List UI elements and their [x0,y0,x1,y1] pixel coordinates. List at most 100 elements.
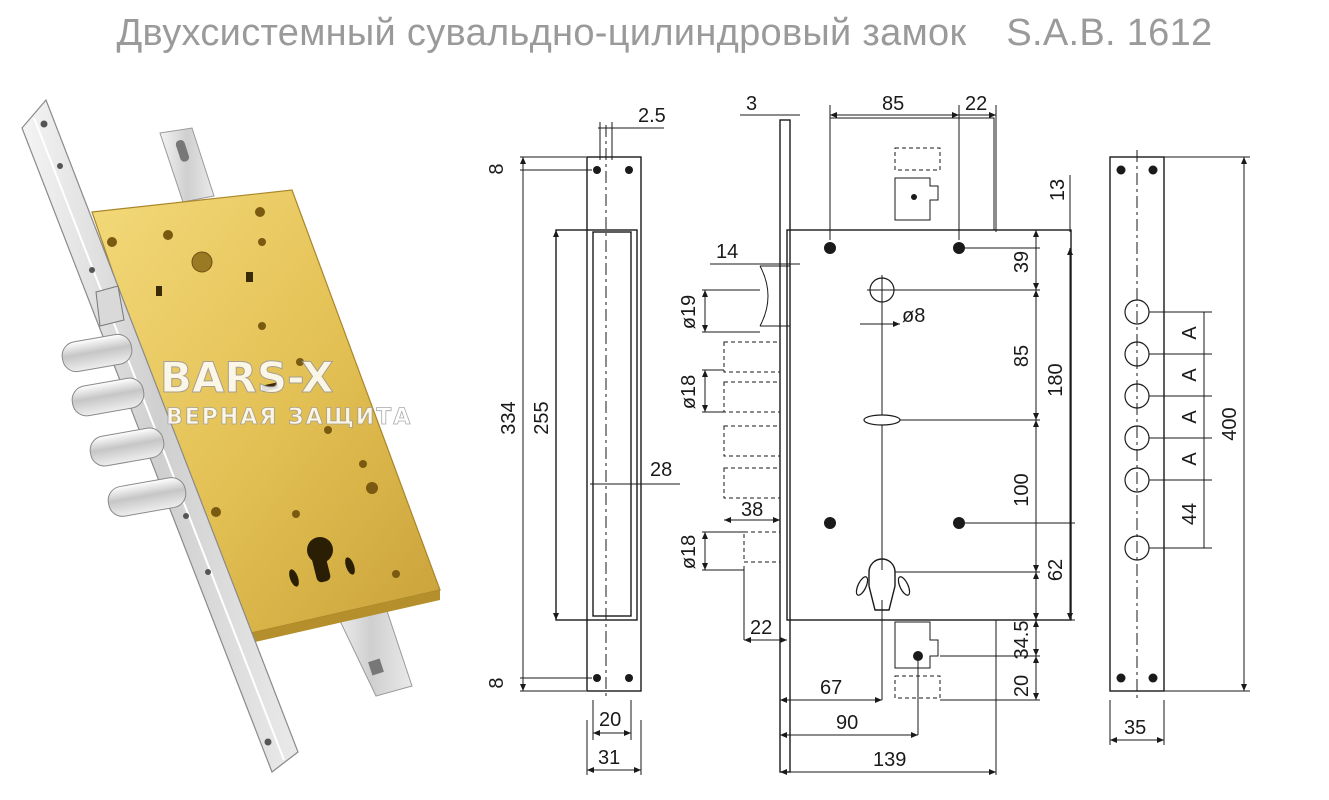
watermark-brand: BARS-X [160,353,334,402]
top-tab [894,177,939,221]
body-rivet [911,194,917,200]
model-number: S.A.B. 1612 [1006,12,1213,54]
body-rivet [296,358,304,366]
dim-label: ø8 [902,305,925,327]
strip-slot [368,658,384,676]
screw-hole [89,267,95,273]
dim-label: 14 [716,241,738,263]
bolt [89,427,165,467]
bolt [107,477,187,517]
dim-label: 35 [1124,717,1146,739]
body-rivet [258,322,266,330]
screw-hole [593,166,601,174]
strike-view-labels: A A A A 44 400 35 [1124,326,1241,739]
latch-outline [759,265,790,327]
body-rivet [258,238,266,246]
body-rivet [211,507,221,517]
title-text: Двухсистемный сувальдно-цилиндровый замо… [116,12,967,54]
body-rivet [255,207,265,217]
top-strip [829,117,995,231]
dim-label: 62 [1045,559,1067,581]
bolt-group [61,333,187,517]
body-rivet [366,482,378,494]
body-rivet [953,517,965,529]
body-rivet [292,510,300,518]
dim-label: ø18 [678,535,700,569]
bolt [61,333,133,373]
dim-label: A [1179,326,1201,340]
screw-hole [1148,673,1158,683]
lock-product-photo: BARS-X ВЕРНАЯ ЗАЩИТА [21,98,441,773]
body-slot [261,382,279,392]
body-rivet [359,460,367,468]
dim-label: 39 [1011,251,1033,273]
screw-hole [1116,673,1126,683]
screw-hole [1148,165,1158,175]
body-slot [156,286,162,296]
body-rivet [324,426,332,434]
dim-label: 139 [873,749,906,771]
body-rivet [824,242,836,254]
dim-label: 44 [1179,503,1201,525]
body-slot [246,272,253,282]
dim-label: A [1179,368,1201,382]
screw-hole [57,163,63,169]
mid-slot [863,414,901,426]
screw-hole [183,513,189,519]
front-inner-outline [592,231,632,617]
dim-label: 90 [836,712,858,734]
screw-hole [264,738,272,746]
front-view-labels: 8 8 334 255 2.5 28 20 31 [486,105,672,769]
front-faceplate-outline [586,156,642,692]
cylinder-profile [868,558,896,611]
side-view-labels: 3 85 22 13 14 ø19 ø18 38 ø18 22 ø8 39 85… [678,93,1069,771]
body-rivet [913,651,923,661]
strike-view-drawing [1109,150,1250,745]
lock-body-edge [238,590,440,645]
watermark-tagline: ВЕРНАЯ ЗАЩИТА [166,405,412,430]
screw-hole [1116,165,1126,175]
body-rivet [824,517,836,529]
dim-label: 8 [486,163,508,174]
side-faceplate [779,119,791,773]
dim-label: 255 [531,401,553,434]
dim-label: 8 [486,677,508,688]
latch-bolt [95,285,125,327]
dim-label: 20 [1011,675,1033,697]
dim-label: 22 [965,93,987,115]
strip-slot [175,140,190,162]
dim-label: 34.5 [1011,621,1033,660]
cylinder-hole [289,537,355,587]
front-body-outline [555,229,638,621]
bolts-dashed [723,341,781,563]
dim-label: 67 [820,677,842,699]
dim-label: 2.5 [638,105,666,127]
dim-label: 31 [598,747,620,769]
front-view-drawing [520,122,680,775]
screw-hole [205,569,211,575]
dim-label: 20 [599,709,621,731]
dim-label: 180 [1045,363,1067,396]
screw-hole [40,120,48,128]
strike-ghost-top [894,147,941,171]
body-rivet [107,237,117,247]
screw-hole [625,674,633,682]
dim-label: 22 [750,617,772,639]
dim-label: 85 [882,93,904,115]
side-body-outline [786,229,1072,621]
dim-label: 334 [498,401,520,434]
dim-label: 38 [741,499,763,521]
dim-label: 3 [746,93,757,115]
bottom-tab [894,621,939,669]
spindle-hole [191,251,213,273]
screw-hole [593,674,601,682]
dim-label: 85 [1011,345,1033,367]
dim-label: 400 [1219,407,1241,440]
dim-label: ø19 [678,295,700,329]
dim-label: ø18 [678,375,700,409]
rear-strip-top [159,127,215,203]
dim-label: A [1179,452,1201,466]
bolt [71,377,145,417]
page-title: Двухсистемный сувальдно-цилиндровый замо… [0,12,1329,55]
